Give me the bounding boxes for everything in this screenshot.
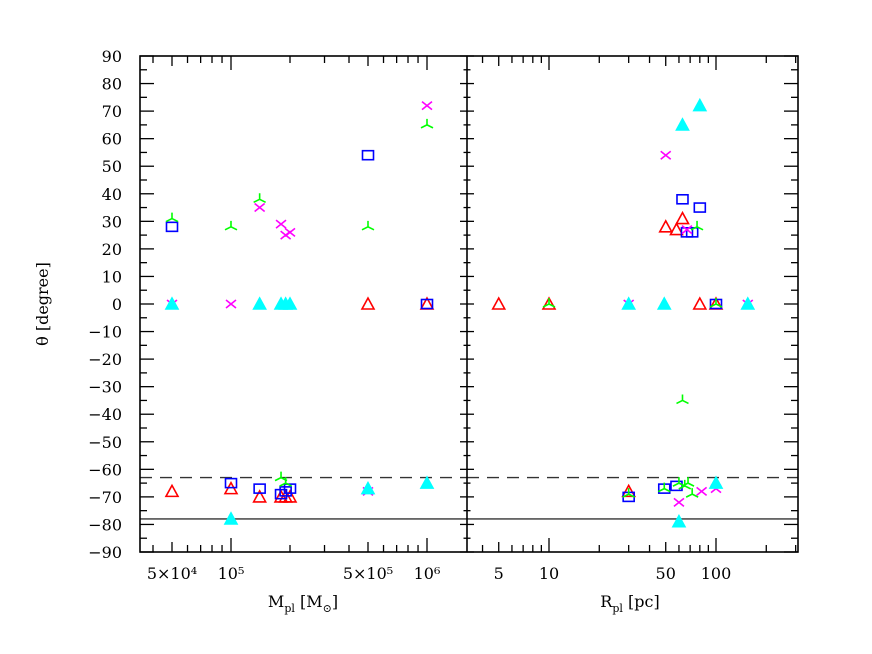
- y-tick-label: 50: [102, 157, 122, 176]
- magenta-cross-marker: [673, 497, 685, 508]
- green-tripod-marker: [542, 298, 556, 308]
- green-tripod-marker: [361, 220, 375, 231]
- green-tripod-marker: [224, 220, 238, 231]
- y-axis-title: θ [degree]: [33, 262, 52, 346]
- green-tripod-marker: [681, 477, 695, 487]
- x-tick-label: 5×10⁴: [147, 564, 197, 583]
- cyan-filled-triangle-marker: [223, 511, 239, 525]
- blue-open-square-marker: [224, 477, 238, 489]
- magenta-cross-marker: [254, 202, 266, 213]
- y-tick-label: 70: [102, 102, 122, 121]
- cyan-filled-triangle-marker: [621, 296, 637, 310]
- y-tick-label: 80: [102, 75, 122, 94]
- x-tick-label: 10: [539, 564, 559, 583]
- red-open-triangle-marker: [692, 296, 708, 310]
- magenta-cross-marker: [421, 100, 433, 111]
- cyan-filled-triangle-marker: [282, 296, 298, 310]
- left-panel-mass: 5×10⁴ 10⁵ 5×10⁵ 10⁶: [140, 56, 467, 583]
- red-open-triangle-marker: [669, 221, 684, 236]
- y-tick-label: 10: [102, 267, 122, 286]
- blue-open-square-marker: [676, 193, 689, 205]
- green-tripod-marker: [622, 488, 636, 498]
- blue-open-square-marker: [274, 488, 288, 500]
- blue-open-square-marker: [279, 486, 292, 497]
- red-open-triangle-marker: [541, 296, 557, 310]
- blue-open-square-marker: [253, 483, 266, 494]
- blue-open-square-marker: [420, 298, 434, 310]
- blue-open-square-marker: [693, 202, 707, 213]
- cyan-filled-triangle-marker: [692, 97, 708, 112]
- cyan-filled-triangle-marker: [164, 296, 180, 310]
- y-tick-label: 0: [112, 295, 122, 314]
- red-open-triangle-marker: [675, 210, 690, 225]
- y-axis-label: θ [degree]: [33, 262, 52, 346]
- green-tripod-marker: [690, 220, 704, 231]
- cyan-filled-triangle-marker: [675, 117, 690, 131]
- y-tick-label: −80: [88, 515, 122, 534]
- y-tick-label: −50: [88, 433, 122, 452]
- magenta-cross-marker: [225, 299, 237, 309]
- y-axis-ticks: 90 80 70 60 50 40 30 20 10 0 −10 −20 −30 −40 −50 −60 −70…: [88, 47, 798, 562]
- y-tick-label: −70: [88, 488, 122, 507]
- red-open-triangle-marker: [621, 483, 637, 498]
- magenta-cross-marker: [660, 150, 672, 160]
- x-tick-label: 100: [701, 564, 732, 583]
- y-tick-label: −20: [88, 350, 122, 369]
- green-tripod-marker: [279, 477, 292, 487]
- y-tick-label: 20: [102, 240, 122, 259]
- y-tick-label: 90: [102, 47, 122, 66]
- blue-open-square-marker: [165, 221, 179, 233]
- cyan-filled-triangle-marker: [671, 514, 687, 528]
- green-tripod-marker: [685, 488, 699, 498]
- green-tripod-marker: [709, 298, 723, 308]
- cyan-filled-triangle-marker: [360, 480, 376, 495]
- y-tick-label: 30: [102, 212, 122, 231]
- cyan-filled-triangle-marker: [740, 296, 756, 310]
- cyan-filled-triangle-marker: [708, 475, 724, 489]
- outer-frame: [139, 55, 799, 553]
- red-open-triangle-marker: [164, 483, 180, 498]
- x-tick-label: 10⁶: [414, 564, 441, 583]
- y-tick-label: −90: [88, 543, 122, 562]
- x-axis-title-mass: Mpl [M⊙]: [268, 592, 338, 615]
- cyan-filled-triangle-marker: [419, 475, 435, 489]
- y-tick-label: −30: [88, 378, 122, 397]
- x-tick-label: 5: [494, 564, 504, 583]
- y-tick-label: −40: [88, 405, 122, 424]
- magenta-cross-marker: [696, 486, 708, 497]
- red-open-triangle-marker: [360, 296, 376, 310]
- y-tick-label: 60: [102, 130, 122, 149]
- right-panel-radius: 5 10 50 100: [467, 56, 798, 583]
- green-tripod-marker: [253, 193, 266, 204]
- x-axis-labels: Mpl [M⊙] Rpl [pc]: [268, 592, 660, 615]
- cyan-filled-triangle-marker: [252, 296, 267, 310]
- y-tick-label: −10: [88, 323, 122, 342]
- green-tripod-marker: [657, 482, 671, 493]
- magenta-cross-marker: [681, 224, 693, 235]
- blue-open-square-marker: [685, 227, 699, 238]
- red-open-triangle-marker: [491, 296, 507, 310]
- blue-open-square-marker: [361, 149, 375, 161]
- magenta-cross-marker: [275, 219, 287, 229]
- x-axis-title-radius: Rpl [pc]: [600, 592, 659, 615]
- blue-open-square-marker: [670, 480, 683, 492]
- x-tick-label: 50: [656, 564, 676, 583]
- y-tick-label: 40: [102, 185, 122, 204]
- x-tick-label: 5×10⁵: [343, 564, 393, 583]
- green-tripod-marker: [420, 118, 434, 129]
- blue-open-square-marker: [283, 483, 297, 494]
- red-open-triangle-marker: [658, 219, 674, 233]
- cyan-filled-triangle-marker: [656, 296, 672, 310]
- magenta-cross-marker: [284, 227, 296, 237]
- red-open-triangle-marker: [252, 489, 267, 503]
- y-tick-label: −60: [88, 460, 122, 479]
- x-tick-label: 10⁵: [218, 564, 245, 583]
- green-tripod-marker: [676, 394, 689, 405]
- green-tripod-marker: [165, 212, 179, 223]
- plot-frame: [139, 55, 799, 553]
